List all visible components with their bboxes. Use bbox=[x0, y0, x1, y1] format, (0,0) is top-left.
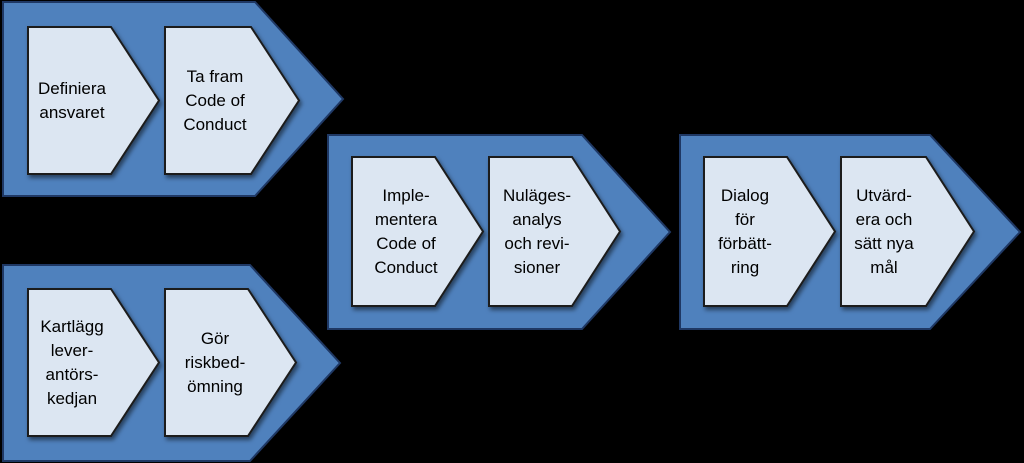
step-chevron bbox=[351, 156, 485, 307]
process-step-4-1: Dialog för förbätt-ring bbox=[703, 156, 837, 307]
step-chevron bbox=[488, 156, 622, 307]
step-label-line: kedjan bbox=[47, 389, 97, 408]
step-label-line: Nuläges- bbox=[503, 186, 571, 205]
step-label-line: Code of bbox=[185, 91, 245, 110]
step-label-line: ömning bbox=[187, 377, 243, 396]
process-step-2-2: Gör riskbed-ömning bbox=[164, 288, 298, 437]
step-chevron bbox=[164, 26, 301, 175]
step-label-line: mentera bbox=[375, 210, 438, 229]
step-chevron bbox=[164, 288, 298, 437]
process-step-1-1: Definiera ansvaret bbox=[27, 26, 161, 175]
step-label-line: mål bbox=[870, 258, 897, 277]
step-label-line: ansvaret bbox=[39, 103, 104, 122]
step-label-line: sätt nya bbox=[854, 234, 914, 253]
process-step-4-2: Utvärd-era och sätt nya mål bbox=[840, 156, 976, 307]
step-label-line: lever- bbox=[51, 341, 94, 360]
step-label-line: sioner bbox=[514, 258, 561, 277]
step-label-line: förbätt- bbox=[718, 234, 772, 253]
step-label-line: riskbed- bbox=[185, 353, 245, 372]
step-label-line: och revi- bbox=[504, 234, 569, 253]
step-label-line: Utvärd- bbox=[856, 186, 912, 205]
step-label-line: antörs- bbox=[46, 365, 99, 384]
process-group-2: Kartlägg lever-antörs-kedjan Gör riskbed-öm… bbox=[2, 264, 342, 462]
step-label-line: Imple- bbox=[382, 186, 429, 205]
step-label-line: Code of bbox=[376, 234, 436, 253]
step-chevron bbox=[703, 156, 837, 307]
step-label-line: för bbox=[735, 210, 755, 229]
step-label-line: Ta fram bbox=[187, 67, 244, 86]
step-label-line: era och bbox=[856, 210, 913, 229]
step-label-line: analys bbox=[512, 210, 561, 229]
step-label-line: ring bbox=[731, 258, 759, 277]
process-step-3-2: Nuläges-analys och revi-sioner bbox=[488, 156, 622, 307]
step-label-line: Kartlägg bbox=[40, 317, 103, 336]
step-chevron bbox=[27, 26, 161, 175]
process-step-2-1: Kartlägg lever-antörs-kedjan bbox=[27, 288, 161, 437]
step-label-line: Conduct bbox=[374, 258, 438, 277]
step-chevron bbox=[840, 156, 976, 307]
step-label-line: Dialog bbox=[721, 186, 769, 205]
step-label-line: Definiera bbox=[38, 79, 107, 98]
step-label-line: Gör bbox=[201, 329, 230, 348]
step-label-line: Conduct bbox=[183, 115, 247, 134]
process-group-4: Dialog för förbätt-ring Utvärd-era och sätt … bbox=[679, 134, 1022, 330]
step-chevron bbox=[27, 288, 161, 437]
